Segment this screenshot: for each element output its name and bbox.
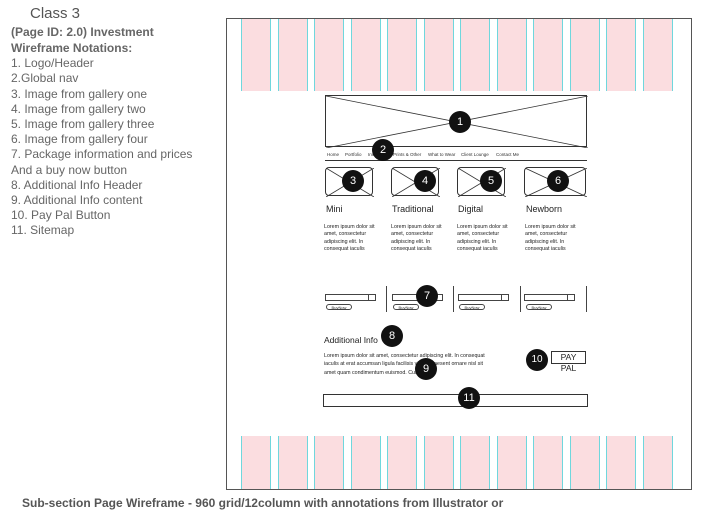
package-description: Lorem ipsum dolor sit amet, consectetur … xyxy=(525,224,576,253)
buy-now-button[interactable]: BuyNow xyxy=(459,304,485,310)
sitemap-bar xyxy=(323,394,588,407)
grid-column xyxy=(423,436,454,489)
grid-column xyxy=(350,19,381,91)
callout-7: 7 xyxy=(416,285,438,307)
page-id: (Page ID: 2.0) Investment xyxy=(11,25,154,39)
grid-column xyxy=(423,19,454,91)
grid-column xyxy=(241,19,271,91)
nav-item-client-lounge[interactable]: Client Lounge xyxy=(461,152,489,157)
additional-info-content: Lorem ipsum dolor sit amet, consectetur … xyxy=(324,353,485,376)
grid-column xyxy=(314,19,344,91)
buy-now-button[interactable]: BuyNow xyxy=(393,304,419,310)
notation-item: And a buy now button xyxy=(11,162,128,177)
callout-9: 9 xyxy=(415,358,437,380)
grid-column xyxy=(460,436,490,489)
callout-2: 2 xyxy=(372,139,394,161)
grid-column xyxy=(606,19,636,91)
notation-item: 7. Package information and prices xyxy=(11,147,193,162)
notation-item: 6. Image from gallery four xyxy=(11,132,148,147)
package-description: Lorem ipsum dolor sit amet, consectetur … xyxy=(324,224,375,253)
nav-item-portfolio[interactable]: Portfolio xyxy=(345,152,362,157)
package-divider xyxy=(386,286,387,312)
grid-column xyxy=(350,436,381,489)
nav-item-prints[interactable]: Prints & Other xyxy=(393,152,422,157)
notation-item: 2.Global nav xyxy=(11,71,79,86)
class-title: Class 3 xyxy=(30,5,81,22)
price-field xyxy=(325,294,376,301)
notation-item: 9. Additional Info content xyxy=(11,193,143,208)
package-title: Digital xyxy=(458,204,484,214)
callout-4: 4 xyxy=(414,170,436,192)
buy-now-button[interactable]: BuyNow xyxy=(326,304,352,310)
notation-item: 8. Additional Info Header xyxy=(11,177,143,192)
grid-column xyxy=(496,436,527,489)
additional-info-header: Additional Info xyxy=(324,335,378,345)
notation-item: 10. Pay Pal Button xyxy=(11,208,111,223)
price-field xyxy=(458,294,509,301)
callout-10: 10 xyxy=(526,349,548,371)
grid-column xyxy=(606,436,636,489)
notation-item: 5. Image from gallery three xyxy=(11,117,155,132)
notation-item: 4. Image from gallery two xyxy=(11,101,146,116)
callout-8: 8 xyxy=(381,325,403,347)
package-title: Newborn xyxy=(526,204,563,214)
notation-item: 11. Sitemap xyxy=(11,223,75,238)
grid-column xyxy=(460,19,490,91)
buy-now-button[interactable]: BuyNow xyxy=(526,304,552,310)
notation-item: 3. Image from gallery one xyxy=(11,86,148,101)
grid-column xyxy=(241,436,271,489)
price-field xyxy=(524,294,575,301)
grid-column xyxy=(642,436,673,489)
grid-column xyxy=(533,436,563,489)
nav-divider xyxy=(325,160,587,161)
package-divider xyxy=(586,286,587,312)
callout-1: 1 xyxy=(449,111,471,133)
nav-item-contact[interactable]: Contact Me xyxy=(496,152,520,157)
wireframe-artboard: Home Portfolio Investment Prints & Other… xyxy=(226,18,692,490)
grid-band-top xyxy=(227,19,691,91)
callout-3: 3 xyxy=(342,170,364,192)
grid-column xyxy=(533,19,563,91)
package-divider xyxy=(520,286,521,312)
package-description: Lorem ipsum dolor sit amet, consectetur … xyxy=(391,224,442,253)
nav-item-what-to-wear[interactable]: What to Wear xyxy=(428,152,456,157)
package-description: Lorem ipsum dolor sit amet, consectetur … xyxy=(457,224,508,253)
notations-heading: Wireframe Notations: xyxy=(11,41,133,55)
wireframe-notations: Wireframe Notations: 1. Logo/Header 2.Gl… xyxy=(11,41,226,239)
page-caption: Sub-section Page Wireframe - 960 grid/12… xyxy=(22,496,504,510)
package-title: Mini xyxy=(326,204,343,214)
grid-column xyxy=(569,19,600,91)
package-title: Traditional xyxy=(392,204,434,214)
nav-item-home[interactable]: Home xyxy=(327,152,340,157)
grid-column xyxy=(314,436,344,489)
grid-column xyxy=(387,19,417,91)
package-divider xyxy=(453,286,454,312)
paypal-button[interactable]: PAY PAL xyxy=(551,351,586,373)
grid-column xyxy=(569,436,600,489)
grid-column xyxy=(277,19,308,91)
callout-5: 5 xyxy=(480,170,502,192)
grid-column xyxy=(387,436,417,489)
grid-column xyxy=(642,19,673,91)
callout-11: 11 xyxy=(458,387,480,409)
grid-column xyxy=(496,19,527,91)
notation-item: 1. Logo/Header xyxy=(11,56,94,71)
grid-column xyxy=(277,436,308,489)
grid-band-bottom xyxy=(227,436,691,489)
callout-6: 6 xyxy=(547,170,569,192)
